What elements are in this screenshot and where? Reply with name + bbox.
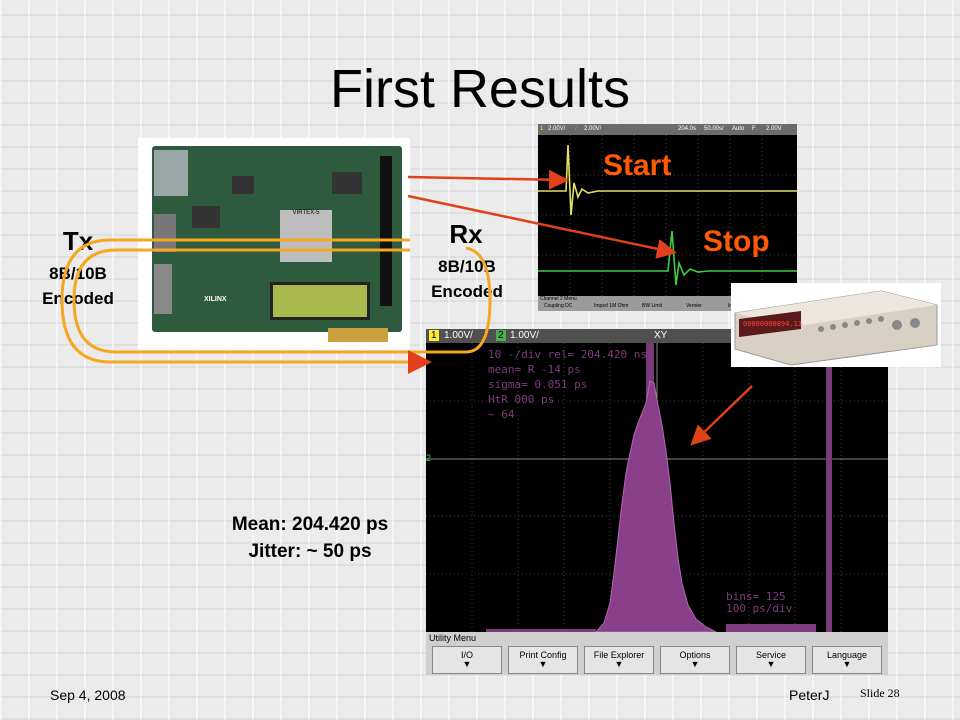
- scope1-header: 1 2.00V/ 2 2.00V/ 204.0s 50.00s/ Auto F …: [538, 124, 797, 135]
- oscilloscope-start-stop: 1 2.00V/ 2 2.00V/ 204.0s 50.00s/ Auto F …: [538, 124, 797, 311]
- histogram-limit-bar: [826, 343, 832, 632]
- pcie-edge: [328, 328, 388, 342]
- chevron-down-icon: ▼: [614, 659, 624, 669]
- ethernet-jack: [154, 214, 176, 252]
- mean-value: Mean: 204.420 ps: [231, 514, 389, 535]
- start-arrow: [407, 169, 569, 190]
- menu-language-button[interactable]: Language ▼: [812, 646, 882, 674]
- utility-menu: Utility Menu I/O ▼ Print Config ▼ File E…: [426, 632, 888, 675]
- menu-language-label: Language: [826, 650, 868, 660]
- scope1-timebase: 50.00s/: [704, 126, 724, 132]
- slide-number: 28: [887, 686, 900, 700]
- scope2-mode: XY: [654, 330, 668, 341]
- lcd-display: [270, 282, 370, 320]
- scope2-grid: [426, 343, 888, 632]
- menu-file-explorer-button[interactable]: File Explorer ▼: [584, 646, 654, 674]
- rx-encoding-line2: Encoded: [431, 282, 503, 301]
- scope1-menu-bw: BW Limit: [642, 303, 662, 309]
- chevron-down-icon: ▼: [842, 659, 852, 669]
- signal-loops: [60, 238, 492, 364]
- slide-title: First Results: [329, 59, 631, 119]
- chevron-down-icon: ▼: [462, 659, 472, 669]
- menu-io-button[interactable]: I/O ▼: [432, 646, 502, 674]
- chevron-down-icon: ▼: [690, 659, 700, 669]
- footer-author: PeterJ: [789, 687, 830, 703]
- scope2-ch2: 2: [496, 330, 506, 341]
- scope2-ch2-scale: 1.00V/: [510, 330, 539, 341]
- scope2-ch1-scale: 1.00V/: [444, 330, 473, 341]
- menu-print-config-label: Print Config: [519, 650, 567, 660]
- sfp-connector: [154, 150, 188, 196]
- channel-2-marker: 2: [426, 453, 432, 463]
- jitter-value: Jitter: ~ 50 ps: [248, 541, 372, 562]
- counter-display: 00000000894.13: [743, 320, 803, 328]
- stop-label: Stop: [703, 225, 770, 258]
- ic-chip: [232, 176, 254, 194]
- histogram: [595, 380, 717, 632]
- stats-line: ~ 64: [488, 408, 515, 421]
- header-strip: [380, 156, 392, 306]
- yellow-trace: [538, 144, 797, 216]
- chevron-down-icon: ▼: [766, 659, 776, 669]
- scope1-trigger-mode: Auto: [732, 126, 745, 132]
- footer-date: Sep 4, 2008: [50, 687, 126, 703]
- oscilloscope-histogram: 1 1.00V/ 2 1.00V/ XY 10 -/div rel= 204.4…: [426, 329, 888, 675]
- menu-io-label: I/O: [460, 650, 473, 660]
- stats-line: HtR 000 ps: [488, 393, 555, 406]
- scope1-ch1: 1: [540, 126, 544, 132]
- chevron-down-icon: ▼: [538, 659, 548, 669]
- outer-loop: [60, 238, 420, 364]
- rx-label: Rx: [449, 219, 483, 249]
- histogram-noise: [486, 624, 816, 632]
- counter-instrument-image: 00000000894.13: [731, 283, 941, 367]
- scope1-grid: [538, 135, 797, 297]
- utility-menu-title: Utility Menu: [429, 633, 477, 643]
- scope1-menu-title: Channel 2 Menu: [540, 296, 577, 302]
- scope1-time: 204.0s: [678, 126, 697, 132]
- histogram-bins: bins= 125 100 ps/div: [726, 591, 792, 615]
- xilinx-logo: XILINX: [204, 296, 227, 303]
- scope2-plot: [426, 343, 888, 632]
- menu-service-button[interactable]: Service ▼: [736, 646, 806, 674]
- scope1-menu-vernier: Vernier: [686, 303, 702, 309]
- scope2-ch1: 1: [429, 330, 439, 341]
- stop-arrow: [407, 194, 677, 259]
- menu-options-button[interactable]: Options ▼: [660, 646, 730, 674]
- menu-file-explorer-label: File Explorer: [593, 650, 645, 660]
- scope1-ch1-scale: 2.00V/: [548, 126, 566, 132]
- slide-label: Slide: [860, 686, 885, 700]
- counter-arrow: [690, 385, 753, 446]
- fpga-chip: VIRTEX-5: [280, 210, 332, 262]
- menu-service-label: Service: [755, 650, 786, 660]
- psdiv-label: 100 ps/div: [726, 602, 793, 615]
- counter-body: [734, 290, 938, 366]
- bins-label: bins= 125: [726, 590, 786, 603]
- ic-chip: [332, 172, 362, 194]
- scope1-menu-imped: Imped 1M Ohm: [594, 303, 629, 309]
- scope1-trigger-level: 2.00V: [766, 126, 782, 132]
- rx-encoding-line1: 8B/10B: [438, 257, 496, 276]
- inner-loop: [72, 246, 492, 354]
- scope1-f: F: [752, 126, 756, 132]
- fpga-chip-text: VIRTEX-5: [292, 210, 320, 216]
- menu-print-config-button[interactable]: Print Config ▼: [508, 646, 578, 674]
- scope1-menu-coupling: Coupling DC: [544, 303, 573, 309]
- scope1-ch2: 2: [574, 126, 578, 132]
- dvi-connector: [154, 264, 172, 314]
- stats-line: mean= R -14 ps: [488, 363, 581, 376]
- scope1-ch2-scale: 2.00V/: [584, 126, 602, 132]
- start-label: Start: [603, 149, 672, 182]
- footer-slide-number: Slide 28: [860, 686, 900, 701]
- stats-line: 10 -/div rel= 204.420 ns: [488, 348, 647, 361]
- ic-chip: [192, 206, 220, 228]
- histogram-stats: 10 -/div rel= 204.420 ns mean= R -14 ps …: [488, 347, 647, 422]
- tx-encoding-line2: Encoded: [42, 289, 114, 308]
- stats-line: sigma= 0.051 ps: [488, 378, 588, 391]
- menu-options-label: Options: [679, 650, 711, 660]
